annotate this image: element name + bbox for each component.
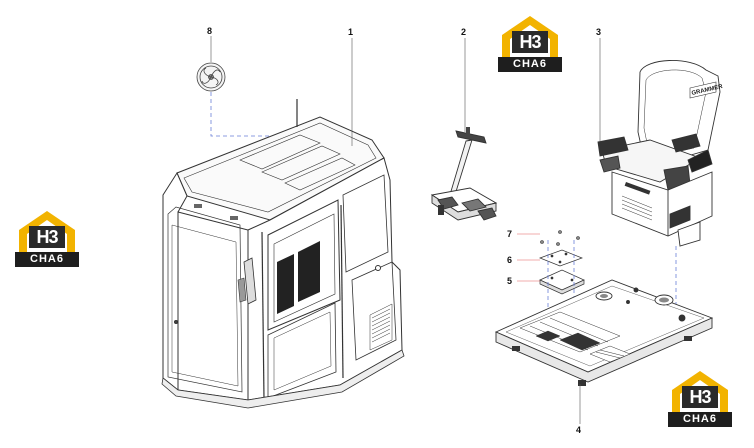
assembly-line-8: [210, 92, 300, 137]
callout-6: 6: [507, 255, 512, 265]
watermark-word: CHA6: [15, 252, 79, 267]
callout-1: 1: [348, 27, 353, 37]
callout-2: 2: [461, 27, 466, 37]
watermark-mark: H3: [682, 386, 718, 408]
part-6-plate: [539, 249, 583, 267]
callout-4: 4: [576, 425, 581, 435]
watermark-logo-bottom: H3 CHA6: [668, 368, 732, 428]
part-2-pedal-lever: [430, 127, 498, 221]
part-3-seat: GRAMMER: [597, 60, 724, 247]
part-4-floor-plate: [494, 279, 714, 386]
callout-3: 3: [596, 27, 601, 37]
watermark-mark: H3: [512, 31, 548, 53]
watermark-word: CHA6: [498, 57, 562, 72]
part-7-bolts: [540, 230, 580, 246]
watermark-logo-left: H3 CHA6: [15, 208, 79, 268]
callout-7: 7: [507, 229, 512, 239]
part-8-fan: [196, 62, 226, 92]
watermark-logo-top: H3 CHA6: [498, 13, 562, 73]
callout-8: 8: [207, 26, 212, 36]
part-5-plate: [539, 269, 585, 295]
watermark-mark: H3: [29, 226, 65, 248]
callout-5: 5: [507, 276, 512, 286]
watermark-word: CHA6: [668, 412, 732, 427]
part-1-cab: [161, 99, 405, 409]
